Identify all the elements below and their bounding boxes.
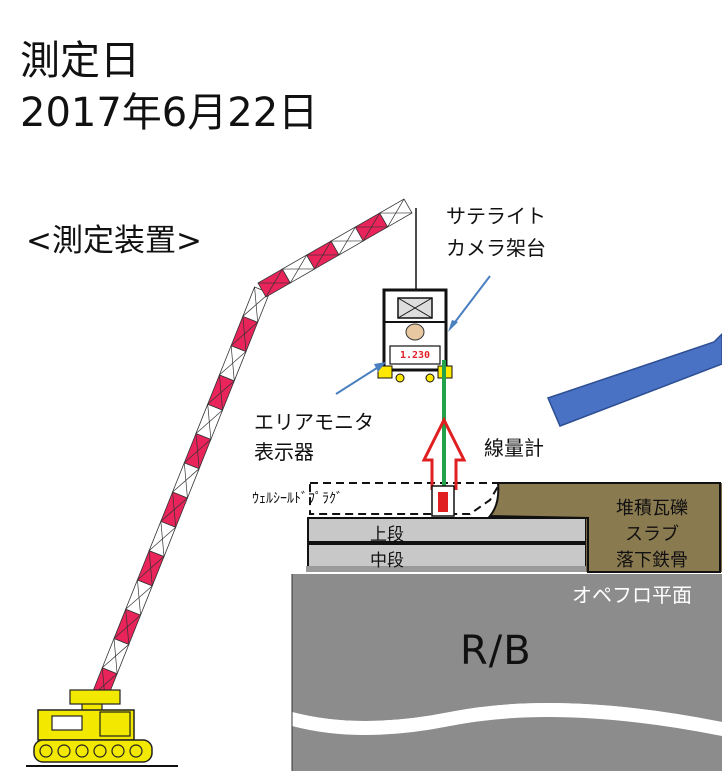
boom-brace [219,351,247,376]
label-area-monitor-2: 表示器 [254,440,314,464]
label-reactor-building: R/B [460,628,532,674]
label-well-shield-plug: ｳｪﾙｼｰﾙﾄﾞﾌﾟﾗｸﾞ [252,491,343,507]
label-middle-stage: 中段 [370,551,404,571]
label-upper-stage: 上段 [370,525,404,545]
label-satellite-camera-1: サテライト [446,204,546,228]
label-operating-floor: オペフロ平面 [572,583,692,607]
reactor-building [291,574,722,771]
upward-arrow [421,416,467,490]
callout-arrows [335,275,491,395]
label-satellite-camera-2: カメラ架台 [446,236,546,260]
boom-brace [242,292,270,317]
direction-beam [546,332,722,427]
boom-brace [230,321,258,346]
debris-pile [487,482,722,573]
boom-brace [113,614,141,639]
label-debris-1: 堆積瓦礫 [616,498,688,519]
camera-mount-icon [377,288,453,383]
crane-body-icon [26,689,178,767]
title-line-1: 測定日 [20,38,140,84]
boom-brace [184,439,212,464]
area-monitor-readout: 1.230 [399,350,431,361]
boom-brace [172,468,200,493]
boom-brace [102,644,130,669]
boom-brace [160,497,188,522]
label-debris-2: スラブ [625,524,679,545]
section-subtitle: <測定装置> [26,223,202,259]
label-dosimeter: 線量計 [484,436,544,460]
label-debris-3: 落下鉄骨 [616,550,688,571]
dosimeter-icon [431,485,455,517]
boom-brace [148,526,176,551]
boom-brace [195,409,223,434]
title-line-2: 2017年6月22日 [20,90,319,136]
label-area-monitor-1: エリアモニタ [254,410,374,434]
boom-brace [125,585,153,610]
boom-brace [207,380,235,405]
boom-brace [137,556,165,581]
